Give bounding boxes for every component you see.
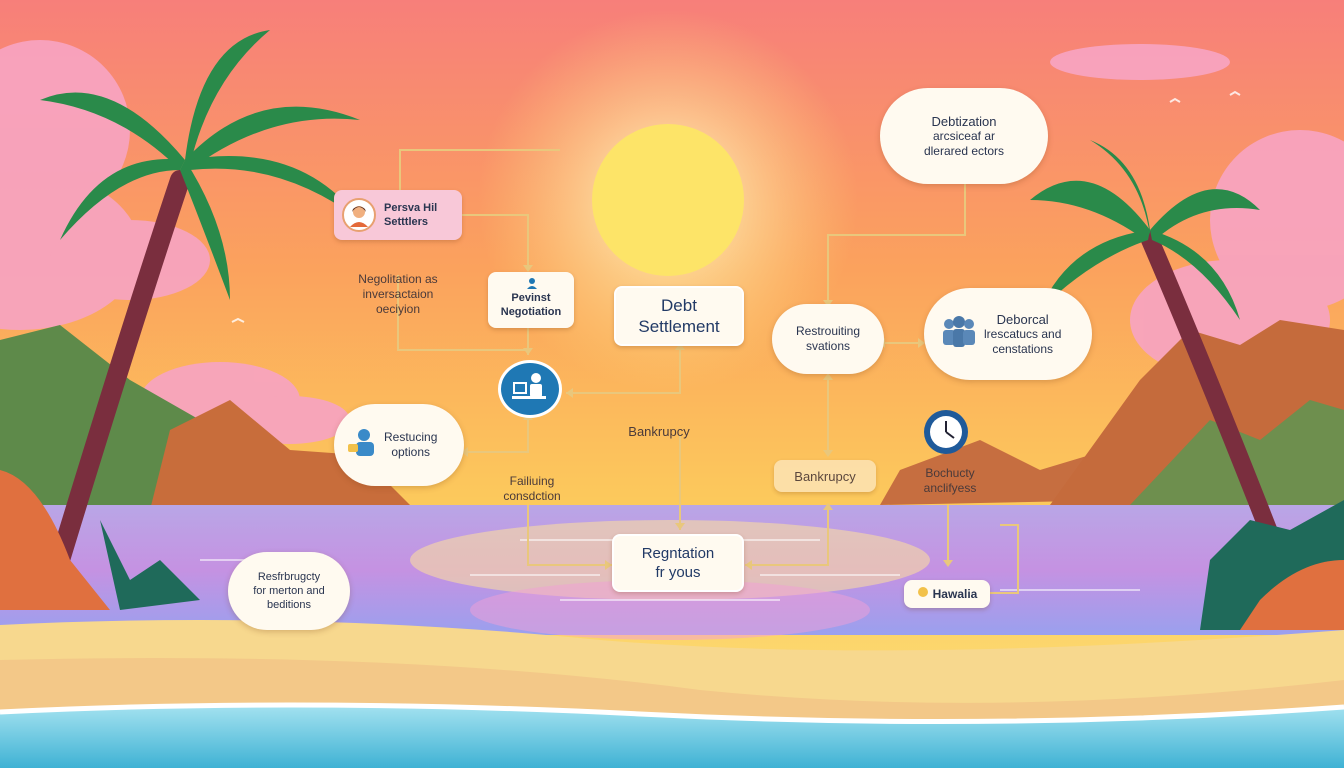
node-debt-resources-line3: censtations (992, 341, 1054, 356)
birds (231, 90, 1241, 323)
label-failing-conditions-line2: consdction (503, 489, 561, 503)
label-bankruptcy-analyses-line2: anclifyess (923, 481, 977, 495)
label-bankruptcy-center: Bankrupcy (628, 424, 690, 439)
node-private-negotiation-line2: Negotiation (500, 306, 562, 318)
person-help-icon (346, 426, 378, 465)
person-avatar-icon (342, 198, 376, 232)
node-bankruptcy-right: Bankrupcy (774, 460, 876, 492)
node-debtization-line2: arcsiceaf ar (932, 128, 995, 143)
node-registration: Regntation fr yous (612, 534, 744, 592)
left-palm-tree (0, 30, 360, 610)
node-debt-settlement: Debt Settlement (614, 286, 744, 346)
node-registration-line1: Regntation (641, 545, 715, 562)
label-failing-conditions-line1: Failiuing (509, 474, 555, 488)
node-restructuring-stations: Restrouiting svations (772, 304, 884, 374)
node-private-negotiation-line1: Pevinst (511, 292, 551, 304)
node-debt-settlement-line2: Settlement (638, 317, 720, 336)
right-palm-tree (1030, 140, 1344, 630)
label-negotiation-line1: Negolitation as (358, 272, 438, 286)
label-negotiation-line2: inversactaion (362, 287, 434, 301)
sun-face-icon (917, 585, 929, 603)
label-bankruptcy-analyses-line1: Bochucty (925, 466, 975, 480)
node-restructuring-bottom-left-line2: for merton and (253, 585, 325, 597)
node-restructuring-bottom-left-line1: Resfrbrugcty (257, 571, 321, 583)
node-restructuring-options-line1: Restucing (384, 430, 438, 444)
label-bankruptcy-analyses: Bochucty anclifyess (900, 466, 1000, 496)
node-hub-circle (498, 360, 562, 418)
node-restructuring-options: Restucing options (334, 404, 464, 486)
node-hawaii: Hawalia (904, 580, 990, 608)
node-restructuring-bottom-left-line3: beditions (266, 599, 312, 611)
node-debtization-line3: dlerared ectors (923, 143, 1005, 158)
group-people-icon (940, 315, 978, 354)
label-failing-conditions: Failiuing consdction (482, 474, 582, 504)
node-debt-resources-line1: Deborcal (996, 311, 1049, 327)
node-debt-resources: Deborcal lrescatucs and censtations (924, 288, 1092, 380)
node-restructuring-bottom-left: Resfrbrugcty for merton and beditions (228, 552, 350, 630)
node-debtization-line1: Debtization (931, 113, 997, 129)
node-restructuring-options-line2: options (391, 445, 431, 459)
people-icon (526, 276, 538, 294)
node-bankruptcy-right-label: Bankrupcy (794, 468, 856, 484)
node-debt-resources-line2: lrescatucs and (984, 326, 1062, 341)
clock-icon (924, 410, 968, 454)
label-negotiation-line3: oeciyion (375, 302, 421, 316)
node-restructuring-stations-line1: Restrouiting (795, 324, 861, 338)
label-negotiation: Negolitation as inversactaion oeciyion (340, 272, 456, 317)
node-registration-line2: fr yous (655, 564, 701, 581)
node-restructuring-stations-line2: svations (805, 339, 851, 353)
node-personal-settlements-line1: Persva Hil (384, 202, 438, 214)
node-hawaii-label: Hawalia (932, 587, 978, 601)
advisor-desk-icon (510, 369, 550, 410)
node-debt-settlement-line1: Debt (661, 296, 697, 315)
node-personal-settlements-line2: Setttlers (384, 216, 429, 228)
node-debtization: Debtization arcsiceaf ar dlerared ectors (880, 88, 1048, 184)
node-personal-settlements: Persva Hil Setttlers (334, 190, 462, 240)
node-private-negotiation: Pevinst Negotiation (488, 272, 574, 328)
